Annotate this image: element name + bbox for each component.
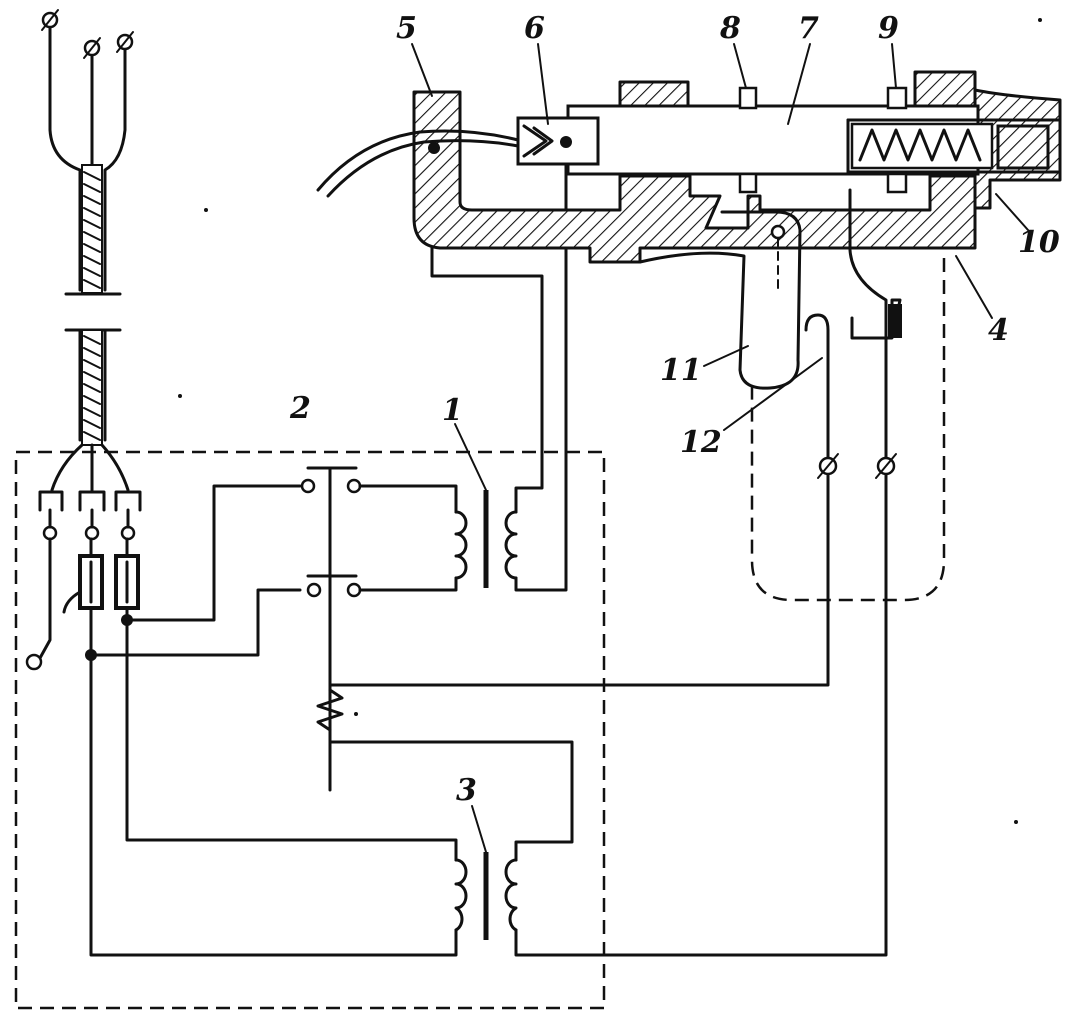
transformer-1: 1 xyxy=(358,140,568,592)
label-2: 2 xyxy=(289,391,311,426)
handle-outline xyxy=(750,258,946,602)
trigger-wire xyxy=(328,313,830,687)
label-7: 7 xyxy=(798,11,819,46)
label-1: 1 xyxy=(442,393,463,428)
label-6: 6 xyxy=(524,11,545,46)
control-wiring xyxy=(85,484,458,957)
contactor-2: 2 xyxy=(289,391,362,792)
control-box-outline xyxy=(14,450,606,1010)
label-10: 10 xyxy=(1018,225,1060,260)
scan-specks xyxy=(178,18,1042,824)
supply-cable xyxy=(41,9,134,492)
label-12: 12 xyxy=(680,425,722,460)
label-11: 11 xyxy=(660,353,702,388)
label-9: 9 xyxy=(878,11,899,46)
label-8: 8 xyxy=(719,11,741,46)
transformer-3: 3 xyxy=(328,303,888,957)
label-4: 4 xyxy=(988,313,1009,348)
fuse xyxy=(62,537,104,614)
callout-labels: 5 6 8 7 9 10 4 11 12 xyxy=(396,11,1060,460)
fuse xyxy=(114,537,140,610)
label-3: 3 xyxy=(456,773,477,808)
plug-connector xyxy=(25,490,142,671)
label-5: 5 xyxy=(396,11,417,46)
gun-body xyxy=(316,70,1062,390)
